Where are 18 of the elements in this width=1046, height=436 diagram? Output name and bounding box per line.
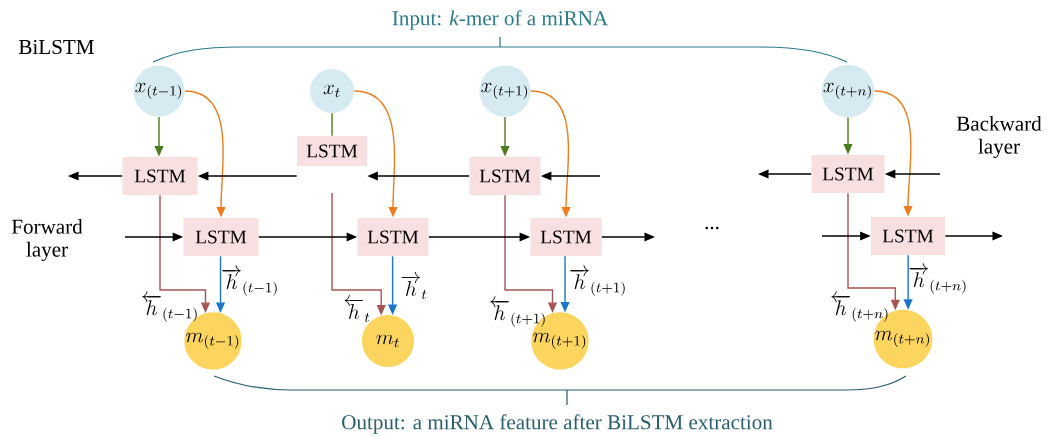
layer-label: Forward layer xyxy=(11,219,83,261)
output-caption: Output: a miRNA feature after BiLSTM extraction xyxy=(342,414,773,434)
lstm-box: LSTM xyxy=(297,136,367,166)
lstm-box: LSTM xyxy=(871,217,945,255)
title: BiLSTM xyxy=(18,39,94,55)
lstm-box: LSTM xyxy=(357,218,429,256)
edge-label: $\overrightarrow{h}_{(t+1)}$ xyxy=(570,265,625,296)
edge-label: $\overrightarrow{h}_{t}$ xyxy=(401,272,427,299)
lstm-box: LSTM xyxy=(183,218,259,256)
edge-label: $\overrightarrow{h}_{(t-1)}$ xyxy=(222,265,277,296)
lstm-box: LSTM xyxy=(469,157,541,195)
lstm-box: LSTM xyxy=(530,218,602,256)
lstm-box: LSTM xyxy=(122,157,198,195)
ellipsis: ... xyxy=(705,226,719,230)
layer-label: Backward layer xyxy=(956,116,1042,158)
input-caption: Input: k-mer of a miRNA xyxy=(392,10,609,30)
edge-label: $\overrightarrow{h}_{(t+n)}$ xyxy=(909,263,966,294)
lstm-box: LSTM xyxy=(811,155,885,193)
